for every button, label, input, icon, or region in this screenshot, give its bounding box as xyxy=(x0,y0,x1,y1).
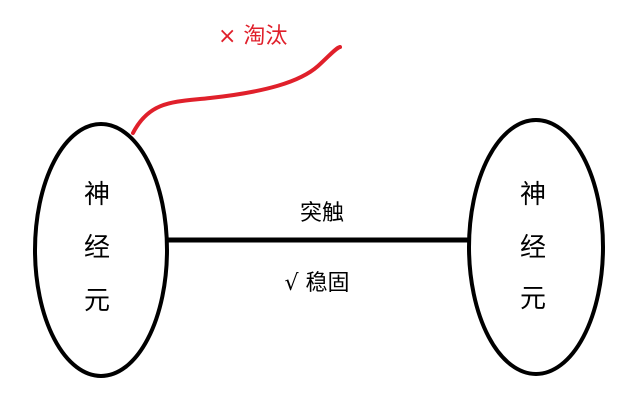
left-neuron-char-3: 元 xyxy=(84,286,110,316)
right-neuron: 神 经 元 xyxy=(467,118,605,376)
synapse-label: 突触 xyxy=(300,201,344,226)
pruned-connection-line xyxy=(131,45,342,135)
right-neuron-char-3: 元 xyxy=(520,284,546,314)
right-neuron-body xyxy=(467,118,605,376)
left-neuron-body xyxy=(33,122,169,378)
left-neuron: 神 经 元 xyxy=(33,122,169,378)
pruned-connection-label: × 淘汰 xyxy=(218,24,287,49)
right-neuron-char-2: 经 xyxy=(520,233,546,263)
left-neuron-char-2: 经 xyxy=(84,233,110,263)
synapse-status-label: √ 稳固 xyxy=(284,271,349,296)
left-neuron-char-1: 神 xyxy=(84,180,110,210)
right-neuron-char-1: 神 xyxy=(520,180,546,210)
